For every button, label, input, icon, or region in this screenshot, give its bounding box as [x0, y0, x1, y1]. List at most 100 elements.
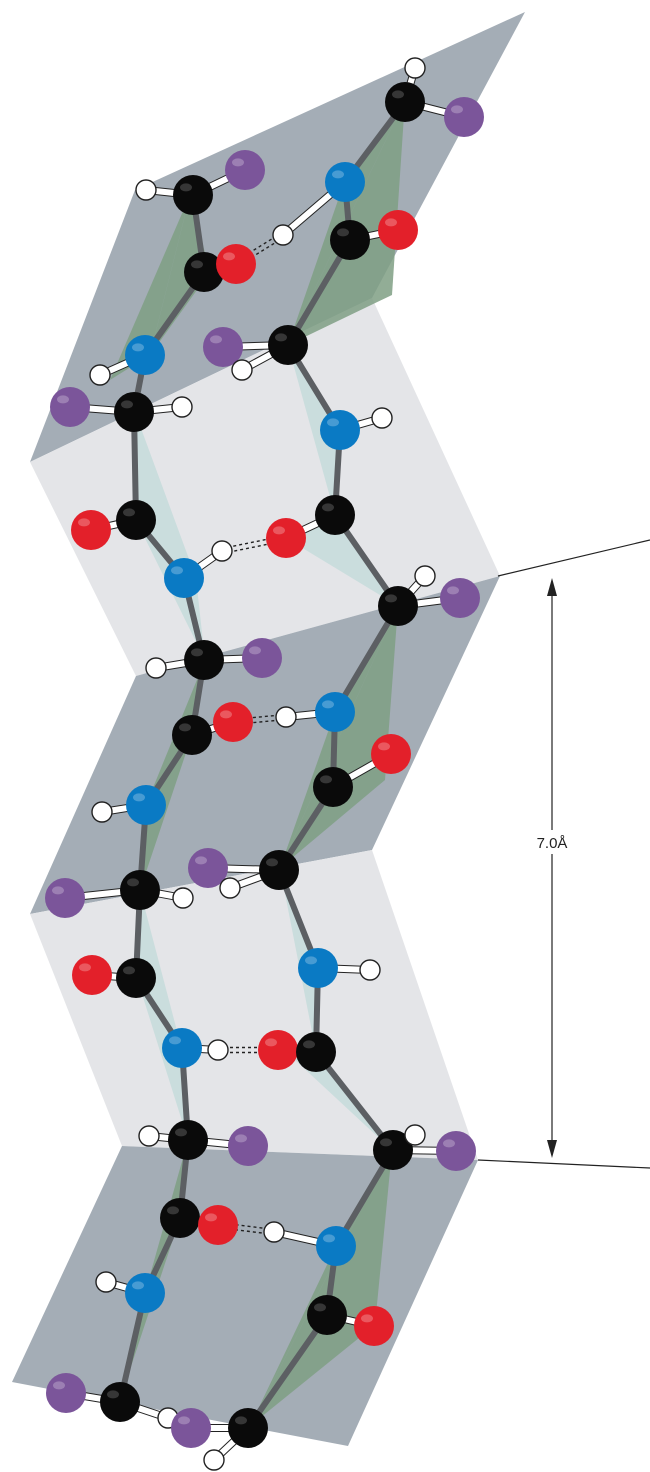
dimension-label-bg: [522, 830, 582, 854]
atom-highlight-c14: [127, 878, 139, 887]
hydrogen-atom-h15: [207, 1039, 229, 1061]
atom-highlight-o2: [223, 252, 235, 261]
atom-highlight-n10: [132, 1281, 144, 1290]
atom-highlight-n8: [169, 1036, 181, 1045]
atom-highlight-o6: [378, 742, 390, 751]
atom-highlight-s10: [443, 1139, 455, 1148]
lower-reference-line: [477, 1159, 650, 1169]
bond-c2-c5: [285, 237, 353, 348]
peptide-triangle-8: [286, 515, 398, 606]
atom-highlight-c13: [266, 858, 278, 867]
nitrogen-atom-n5: [315, 692, 355, 732]
atom-highlight-c22: [235, 1416, 247, 1425]
carbon-atom-c6: [114, 392, 154, 432]
dimension-label: 7.0Å: [537, 835, 568, 852]
carbon-atom-c20: [307, 1295, 347, 1335]
atom-highlight-s7: [195, 856, 207, 865]
atom-highlight-c11: [179, 723, 191, 732]
atom-highlight-s1: [451, 105, 463, 114]
side-chain-atom-s2: [225, 150, 265, 190]
atom-highlight-n2: [132, 343, 144, 352]
repeat-distance-annotation: 7.0Å: [477, 539, 650, 1169]
hydrogen-atom-h4: [231, 359, 253, 381]
oxygen-atom-o3: [71, 510, 111, 550]
hydrogen-atom-h19: [95, 1271, 117, 1293]
atom-highlight-c6: [121, 400, 133, 409]
oxygen-atom-o2: [216, 244, 256, 284]
side-chain-atom-s12: [171, 1408, 211, 1448]
atoms: [45, 57, 484, 1471]
hydrogen-atom-a1: [404, 57, 426, 79]
oxygen-atom-o10: [354, 1306, 394, 1346]
hydrogen-atom-h9: [145, 657, 167, 679]
side-chain-atom-s11: [46, 1373, 86, 1413]
atom-highlight-n7: [305, 956, 317, 965]
peptide-triangle-10: [140, 735, 192, 890]
hydrogen-atom-h5: [171, 396, 193, 418]
carbon-atom-c2: [330, 220, 370, 260]
atom-highlight-c1: [392, 90, 404, 99]
peptide-triangle-16: [280, 1046, 392, 1150]
upper-reference-line: [497, 539, 650, 577]
side-chain-atom-s1: [444, 97, 484, 137]
peptide-triangle-1: [150, 195, 210, 355]
hydrogen-atom-h2: [135, 179, 157, 201]
atom-highlight-s4: [57, 395, 69, 404]
atom-highlight-n5: [322, 700, 334, 709]
nitrogen-atom-n3: [320, 410, 360, 450]
side-chain-atom-s7: [188, 848, 228, 888]
atom-highlight-c12: [320, 775, 332, 784]
bond-c9-n5: [332, 603, 401, 715]
atom-highlight-c8: [322, 503, 334, 512]
carbon-atom-c10: [184, 640, 224, 680]
atom-highlight-s12: [178, 1416, 190, 1425]
nitrogen-atom-n6: [126, 785, 166, 825]
carbon-atom-c22: [228, 1408, 268, 1448]
atom-highlight-c19: [167, 1206, 179, 1215]
atom-highlight-s9: [235, 1134, 247, 1143]
atom-highlight-c3: [180, 183, 192, 192]
side-chain-atom-s10: [436, 1131, 476, 1171]
hydrogen-atom-h16: [138, 1125, 160, 1147]
bond-c16-c18: [313, 1049, 396, 1153]
side-chain-atom-s8: [45, 878, 85, 918]
atom-highlight-c21: [107, 1390, 119, 1399]
carbon-atom-c19: [160, 1198, 200, 1238]
atom-highlight-s6: [249, 646, 261, 655]
atom-highlight-c20: [314, 1303, 326, 1312]
hydrogen-atom-h1: [272, 224, 294, 246]
atom-highlight-n4: [171, 566, 183, 575]
atom-highlight-s2: [232, 158, 244, 167]
nitrogen-atom-n4: [164, 558, 204, 598]
atom-highlight-o3: [78, 518, 90, 527]
peptide-triangle-15: [280, 868, 318, 1052]
side-chain-atom-s4: [50, 387, 90, 427]
atom-highlight-s8: [52, 886, 64, 895]
atom-highlight-n6: [133, 793, 145, 802]
peptide-triangle-5: [135, 412, 196, 578]
atom-highlight-n1: [332, 170, 344, 179]
atom-highlight-c18: [380, 1138, 392, 1147]
hydrogen-atom-h14: [359, 959, 381, 981]
atom-highlight-o8: [265, 1038, 277, 1047]
dimension-arrow-head-top: [547, 578, 557, 596]
side-chain-atom-s5: [440, 578, 480, 618]
carbon-atom-c18: [373, 1130, 413, 1170]
carbon-atom-c9: [378, 586, 418, 626]
peptide-plane-triangles: [110, 100, 405, 1426]
atom-highlight-o4: [273, 526, 285, 535]
atom-highlight-s5: [447, 586, 459, 595]
nitrogen-atom-n7: [298, 948, 338, 988]
atom-highlight-s11: [53, 1381, 65, 1390]
peptide-triangle-7: [288, 345, 340, 515]
side-chain-atom-s6: [242, 638, 282, 678]
atom-highlight-c9: [385, 594, 397, 603]
peptide-triangle-12: [280, 606, 398, 868]
atom-highlight-n9: [323, 1234, 335, 1243]
carbon-atom-c16: [296, 1032, 336, 1072]
hydrogen-atom-h12: [219, 877, 241, 899]
carbon-atom-c8: [315, 495, 355, 535]
nitrogen-atom-n2: [125, 335, 165, 375]
atom-highlight-c17: [175, 1128, 187, 1137]
